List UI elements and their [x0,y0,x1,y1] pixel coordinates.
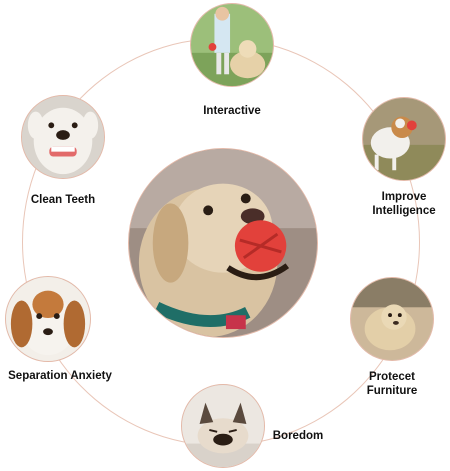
label-protect-furniture-line1: Protecet [368,371,416,383]
dog-catching-ball-photo [363,98,445,180]
label-protect-furniture: Protecet Furniture [348,370,436,398]
sad-beagle-photo [6,277,90,361]
label-improve-intelligence: Improve Intelligence [362,190,446,218]
label-improve-intelligence-line2: Intelligence [372,205,436,217]
child-playing-with-dog-photo [191,4,273,86]
photo-improve-intelligence [362,97,446,181]
label-interactive: Interactive [203,105,261,117]
dog-on-couch-photo [351,278,433,360]
photo-protect-furniture [350,277,434,361]
label-boredom: Boredom [272,430,324,442]
label-protect-furniture-line2: Furniture [366,385,418,397]
photo-separation-anxiety [5,276,91,362]
photo-interactive [190,3,274,87]
bored-bulldog-photo [182,385,264,467]
photo-boredom [181,384,265,468]
label-clean-teeth: Clean Teeth [30,194,96,206]
dog-showing-teeth-photo [22,96,104,178]
center-photo-dog-with-ball [128,148,318,338]
dog-with-red-ball-photo [129,149,317,337]
label-improve-intelligence-line1: Improve [381,191,427,203]
photo-clean-teeth [21,95,105,179]
label-separation-anxiety: Separation Anxiety [8,370,112,382]
